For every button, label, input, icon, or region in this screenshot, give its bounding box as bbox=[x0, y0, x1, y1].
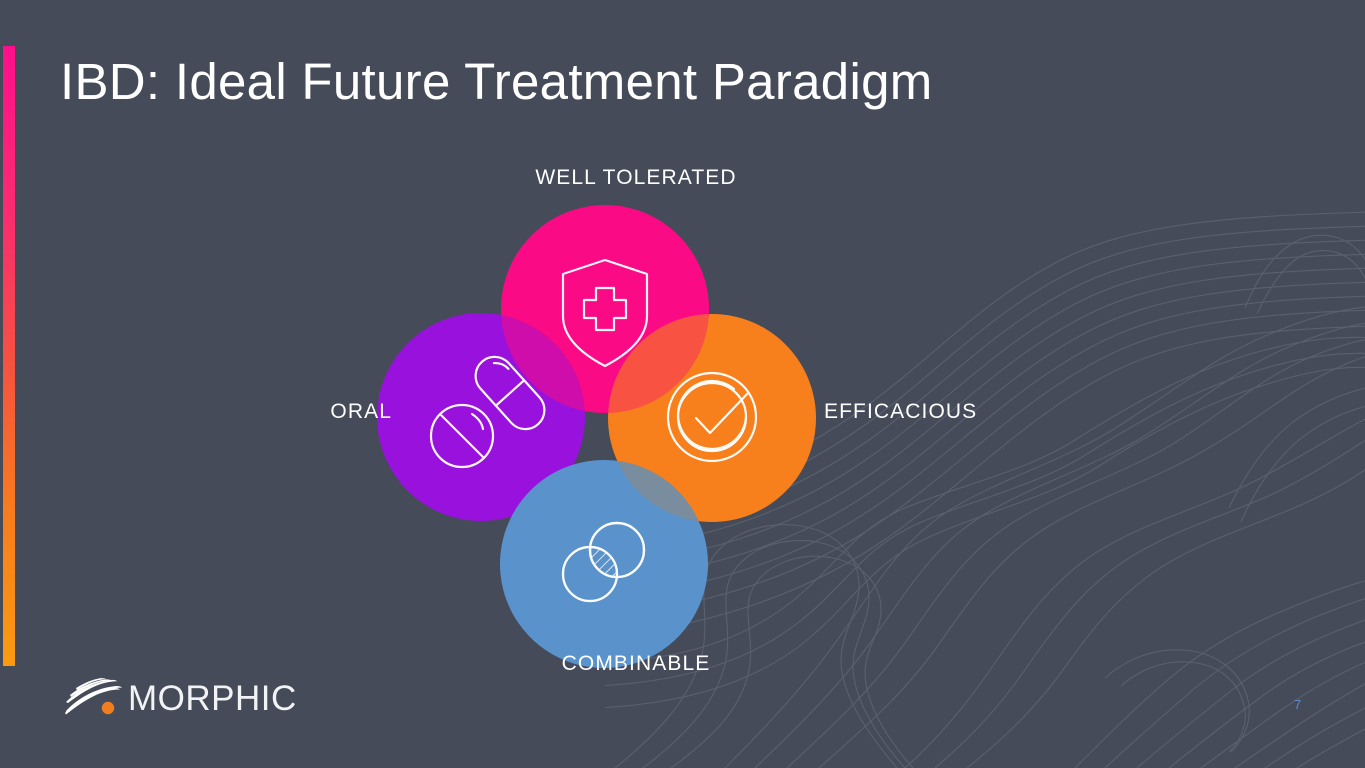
left-accent-bar bbox=[3, 46, 15, 666]
venn-diagram: WELL TOLERATED ORAL EFFICACIOUS COMBINAB… bbox=[256, 150, 1016, 690]
shield-cross-icon bbox=[561, 258, 649, 368]
page-number: 7 bbox=[1294, 697, 1302, 712]
venn-circles bbox=[377, 205, 816, 668]
morphic-logo: MORPHIC bbox=[64, 678, 297, 718]
logo-dot bbox=[101, 701, 115, 715]
venn-label-well-tolerated: WELL TOLERATED bbox=[535, 166, 737, 189]
pills-icon bbox=[429, 355, 546, 469]
logo-wordmark: MORPHIC bbox=[128, 678, 297, 718]
morphic-swoosh-mark bbox=[65, 678, 122, 715]
overlapping-circles-icon bbox=[561, 521, 646, 603]
page-title: IBD: Ideal Future Treatment Paradigm bbox=[60, 53, 933, 110]
target-check-icon bbox=[666, 371, 758, 463]
venn-label-oral: ORAL bbox=[330, 400, 392, 423]
venn-label-efficacious: EFFICACIOUS bbox=[824, 400, 978, 423]
venn-label-combinable: COMBINABLE bbox=[561, 652, 711, 675]
